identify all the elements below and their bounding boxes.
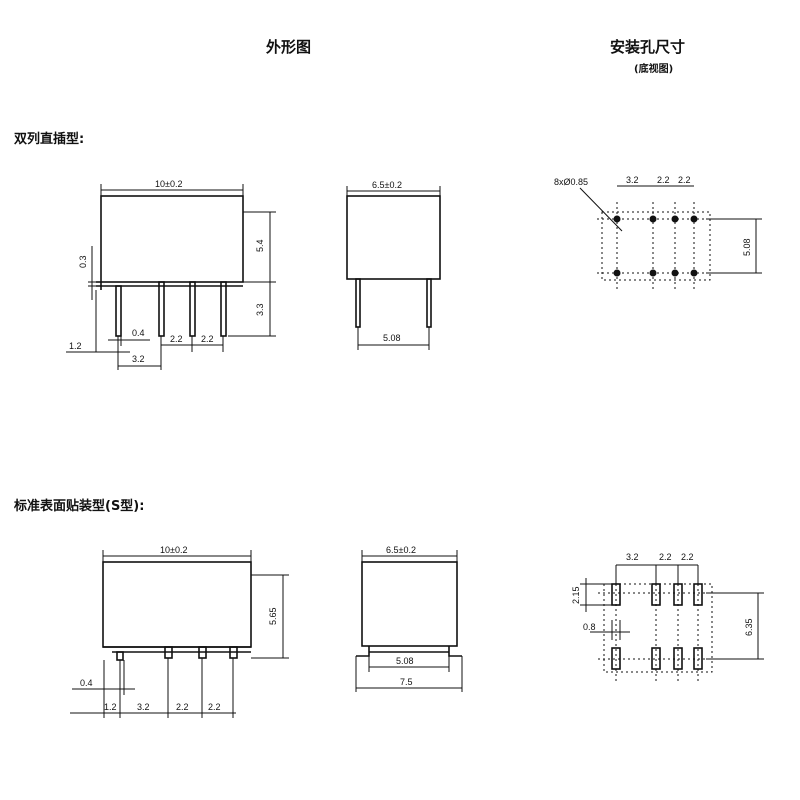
smt-pad-len: 2.15 xyxy=(571,586,581,604)
smt-pad-w: 0.8 xyxy=(583,622,596,632)
th-front-view: 10±0.2 5.4 3.3 0.3 0.4 1.2 2.2 2.2 3.2 xyxy=(66,179,276,370)
mounting-header: 安装孔尺寸 xyxy=(610,38,686,56)
hole xyxy=(671,269,679,277)
through-hole-title: 双列直插型: xyxy=(14,132,85,147)
th-height-label: 5.4 xyxy=(255,239,265,252)
th-pinw-label: 0.4 xyxy=(132,328,145,338)
pad xyxy=(651,647,661,670)
th-side-pin xyxy=(426,278,432,328)
th-side-body xyxy=(346,195,441,280)
smt-side-foot xyxy=(448,646,462,657)
hole xyxy=(690,269,698,277)
smt-len-label: 10±0.2 xyxy=(160,545,187,555)
smt-front-view: 10±0.2 5.65 0.4 1.2 3.2 2.2 2.2 xyxy=(70,545,289,718)
smt-front-body xyxy=(102,561,252,648)
outline-header: 外形图 xyxy=(266,38,312,56)
smt-pad-layout: 3.2 2.2 2.2 2.15 0.8 6.35 xyxy=(571,552,764,682)
th-outline-dashed xyxy=(601,211,711,281)
th-edge-label: 1.2 xyxy=(69,341,82,351)
hole xyxy=(690,215,698,223)
pad xyxy=(693,647,703,670)
th-first-pitch-label: 3.2 xyxy=(132,354,145,364)
th-hole-layout: 3.2 2.2 2.2 8xØ0.85 5.08 xyxy=(554,175,762,290)
th-gap-label: 0.3 xyxy=(78,255,88,268)
hole xyxy=(613,215,621,223)
smt-pinw-label: 0.4 xyxy=(80,678,93,688)
hole xyxy=(649,269,657,277)
th-len-label: 10±0.2 xyxy=(155,179,182,189)
th-side-pin xyxy=(355,278,361,328)
smt-side-body xyxy=(361,561,458,647)
th-hole-pitch1: 3.2 xyxy=(626,175,639,185)
smt-side-outer-label: 7.5 xyxy=(400,677,413,687)
smt-title: 标准表面贴装型(S型): xyxy=(14,499,145,514)
th-pin xyxy=(115,285,122,337)
th-hole-pitch2: 2.2 xyxy=(657,175,670,185)
th-side-view: 6.5±0.2 5.08 xyxy=(346,180,441,350)
hole xyxy=(613,269,621,277)
smt-pad-pitch2: 2.2 xyxy=(659,552,672,562)
th-pin xyxy=(220,281,227,337)
th-side-width-label: 6.5±0.2 xyxy=(372,180,402,190)
th-pin xyxy=(158,281,165,337)
smt-outline-dashed xyxy=(603,583,713,673)
hole xyxy=(649,215,657,223)
hole xyxy=(671,215,679,223)
mounting-subheader: (底视图) xyxy=(634,64,674,75)
smt-height-label: 5.65 xyxy=(268,607,278,625)
smt-side-foot xyxy=(356,646,370,657)
smt-first-pitch-label: 3.2 xyxy=(137,702,150,712)
smt-side-inner-label: 5.08 xyxy=(396,656,414,666)
pad xyxy=(673,647,683,670)
th-pin xyxy=(189,281,196,337)
smt-pad-pitch1: 3.2 xyxy=(626,552,639,562)
smt-side-view: 6.5±0.2 5.08 7.5 xyxy=(355,545,463,692)
smt-side-width-label: 6.5±0.2 xyxy=(386,545,416,555)
smt-edge-label: 1.2 xyxy=(104,702,117,712)
th-hole-pitch3: 2.2 xyxy=(678,175,691,185)
pad xyxy=(611,647,621,670)
smt-pad-span: 6.35 xyxy=(744,618,754,636)
th-hole-span: 5.08 xyxy=(742,238,752,256)
th-side-span-label: 5.08 xyxy=(383,333,401,343)
smt-pad-pitch3: 2.2 xyxy=(681,552,694,562)
th-hole-spec: 8xØ0.85 xyxy=(554,177,588,187)
th-pinlen-label: 3.3 xyxy=(255,303,265,316)
th-front-body xyxy=(100,195,244,283)
smt-pitch-a-label: 2.2 xyxy=(176,702,189,712)
smt-pitch-b-label: 2.2 xyxy=(208,702,221,712)
th-pitch-a-label: 2.2 xyxy=(170,334,183,344)
th-pitch-b-label: 2.2 xyxy=(201,334,214,344)
smt-pin xyxy=(116,651,124,661)
